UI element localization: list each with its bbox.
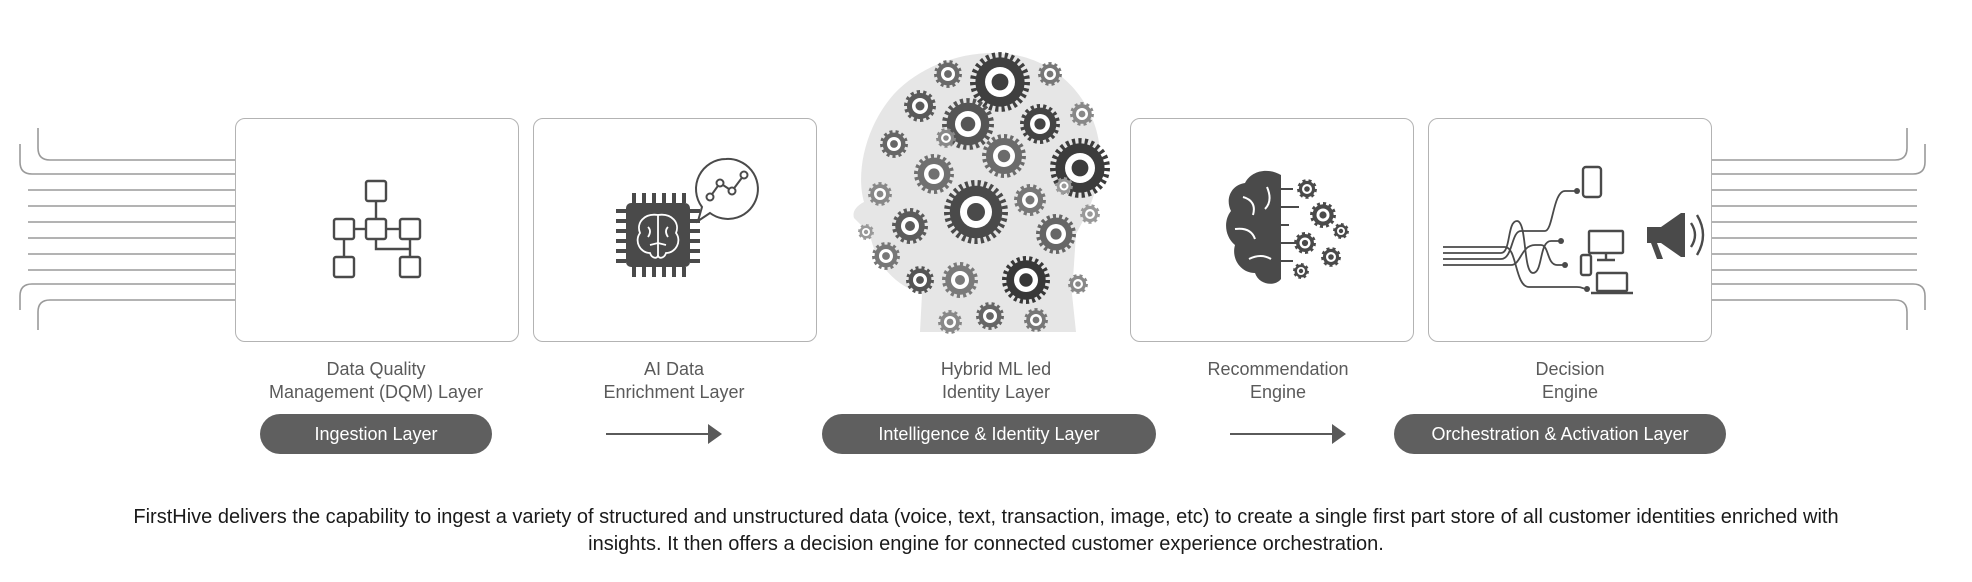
ingestion-layer-pill: Ingestion Layer	[260, 414, 492, 454]
gear-hub	[1034, 118, 1046, 130]
arrow-ingestion-to-intelligence	[606, 424, 722, 444]
dqm-card	[235, 118, 519, 342]
gear-hub	[967, 203, 985, 221]
gear-hub	[1078, 110, 1086, 118]
gear-hub	[1301, 239, 1309, 247]
brain-gears-icon	[1226, 170, 1349, 284]
gear-hub	[1328, 254, 1334, 260]
gear-hub	[991, 73, 1009, 91]
gear-hub	[1046, 70, 1054, 78]
stage-label-dqm: Data Quality Management (DQM) Layer	[268, 359, 484, 402]
gear-hub	[1071, 159, 1089, 177]
gear-hub	[1032, 316, 1040, 324]
decision-card	[1428, 118, 1712, 342]
stage-label-decision: Decision Engine	[1535, 359, 1605, 402]
gear-hub	[1050, 228, 1062, 240]
channels-icon	[1443, 165, 1705, 295]
gear-hub	[960, 116, 976, 132]
intelligence-identity-layer-pill: Intelligence & Identity Layer	[822, 414, 1156, 454]
gear-head-icon	[853, 52, 1110, 334]
gear-hub	[890, 140, 898, 148]
arrow-intelligence-to-orchestration	[1230, 424, 1346, 444]
gear-hub	[916, 276, 924, 284]
gear-hub	[905, 221, 915, 231]
gear-hub	[1025, 195, 1035, 205]
gear-hub	[928, 168, 940, 180]
gear-hub	[986, 312, 994, 320]
ai-enrichment-card	[533, 118, 817, 342]
ai-chip-icon	[616, 157, 759, 277]
gear-hub	[1304, 186, 1310, 192]
gear-hub	[955, 275, 965, 285]
stage-label-recommendation: Recommendation Engine	[1207, 359, 1349, 402]
recommendation-card	[1130, 118, 1414, 342]
gear-hub	[1319, 211, 1327, 219]
flowchart-icon	[332, 179, 422, 279]
gear-hub	[946, 318, 954, 326]
gear-hub	[863, 229, 869, 235]
gear-hub	[1338, 228, 1344, 234]
gear-hub	[915, 101, 925, 111]
gear-hub	[876, 190, 884, 198]
gear-hub	[1087, 211, 1093, 217]
orchestration-activation-layer-pill: Orchestration & Activation Layer	[1394, 414, 1726, 454]
description-caption: FirstHive delivers the capability to ing…	[133, 506, 1839, 555]
output-lines-right	[1700, 128, 1926, 330]
stage-label-ai-enrichment: AI Data Enrichment Layer	[603, 359, 745, 402]
gear-hub	[1019, 273, 1033, 287]
gear-hub	[997, 149, 1011, 163]
stage-label-identity: Hybrid ML led Identity Layer	[940, 359, 1052, 402]
input-lines-left	[19, 128, 245, 330]
gear-hub	[1061, 183, 1067, 189]
gear-hub	[882, 252, 890, 260]
gear-hub	[1075, 281, 1081, 287]
gear-hub	[944, 70, 952, 78]
gear-hub	[1298, 268, 1304, 274]
gear-hub	[943, 135, 949, 141]
